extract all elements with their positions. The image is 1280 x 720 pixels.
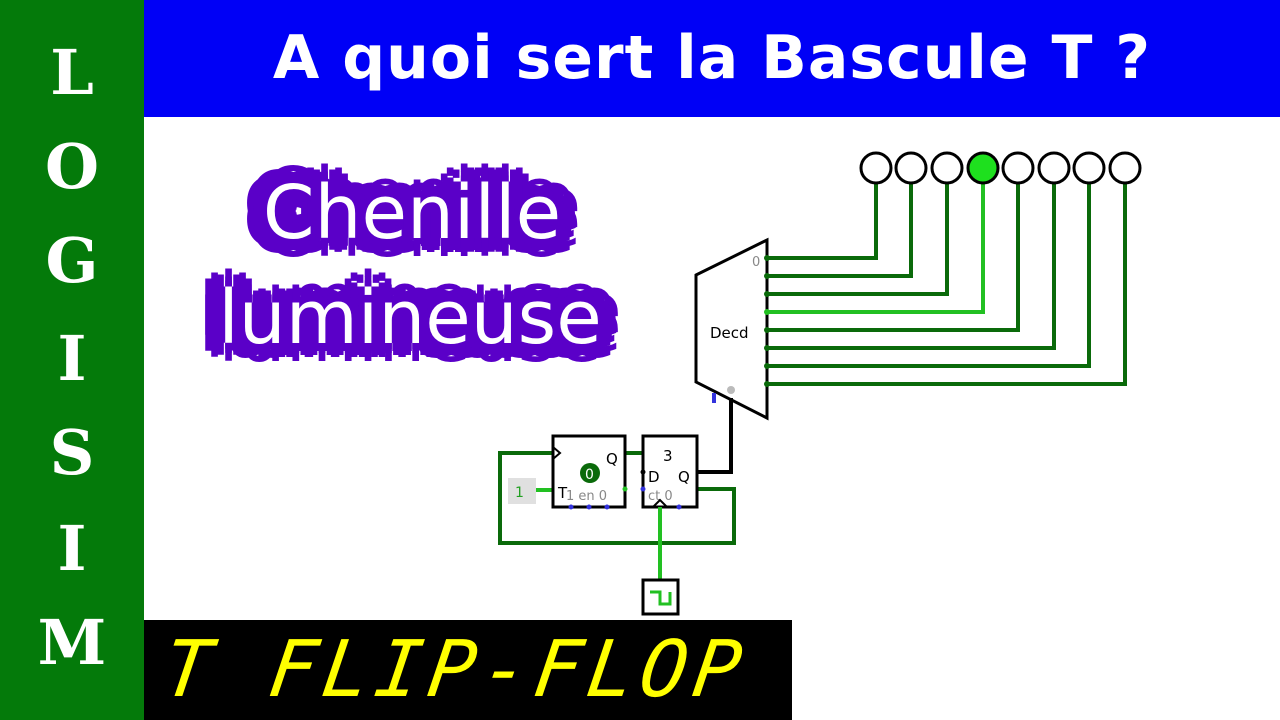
constant-one: 1 xyxy=(508,478,555,504)
sidebar-letter: O xyxy=(44,130,99,203)
page-title: A quoi sert la Bascule T ? xyxy=(272,23,1152,93)
decoder-output-0-label: 0 xyxy=(752,255,760,270)
led-row xyxy=(859,151,1142,185)
sidebar-letter: S xyxy=(49,416,95,489)
clock-component xyxy=(641,507,680,616)
sidebar-logisim: L O G I S I M xyxy=(0,0,144,720)
select-bus-wire xyxy=(697,398,733,474)
t-flipflop-bottom-labels: 1 en 0 xyxy=(566,489,607,504)
decoder-output-wires xyxy=(767,182,1127,386)
header-banner: A quoi sert la Bascule T ? xyxy=(144,0,1280,117)
sidebar-letter: I xyxy=(57,512,87,585)
sidebar-letter: I xyxy=(57,322,87,395)
register-bottom-labels: ct 0 xyxy=(648,489,673,504)
register-value: 3 xyxy=(663,447,673,465)
led-1 xyxy=(894,151,928,185)
decoder-label: Decd xyxy=(710,324,749,342)
constant-value: 1 xyxy=(515,485,524,501)
led-7 xyxy=(1108,151,1142,185)
t-flipflop: 0 Q T 1 en 0 xyxy=(551,434,628,510)
footer-banner: T FLIP-FLOP xyxy=(144,620,792,720)
led-3-lit xyxy=(966,151,1000,185)
led-4 xyxy=(1001,151,1035,185)
sidebar-letter: M xyxy=(37,606,107,679)
register: 3 D Q ct 0 xyxy=(640,434,699,510)
subtitle-line-1: Chenille xyxy=(262,170,562,256)
clock-wave-icon xyxy=(650,590,672,606)
led-2 xyxy=(930,151,964,185)
decoder: 0 Decd xyxy=(694,237,770,421)
t-flipflop-t-label: T xyxy=(557,484,568,502)
subtitle-line-2: lumineuse xyxy=(218,275,602,361)
led-0 xyxy=(859,151,893,185)
register-d-label: D xyxy=(648,468,660,486)
t-flipflop-q-label: Q xyxy=(606,450,618,468)
footer-title: T FLIP-FLOP xyxy=(157,625,753,715)
led-5 xyxy=(1037,151,1071,185)
sidebar-letter: G xyxy=(45,224,99,297)
led-6 xyxy=(1072,151,1106,185)
register-q-label: Q xyxy=(678,468,690,486)
feedback-wire xyxy=(498,451,736,545)
t-flipflop-state: 0 xyxy=(585,467,594,483)
sidebar-letter: L xyxy=(50,36,94,109)
